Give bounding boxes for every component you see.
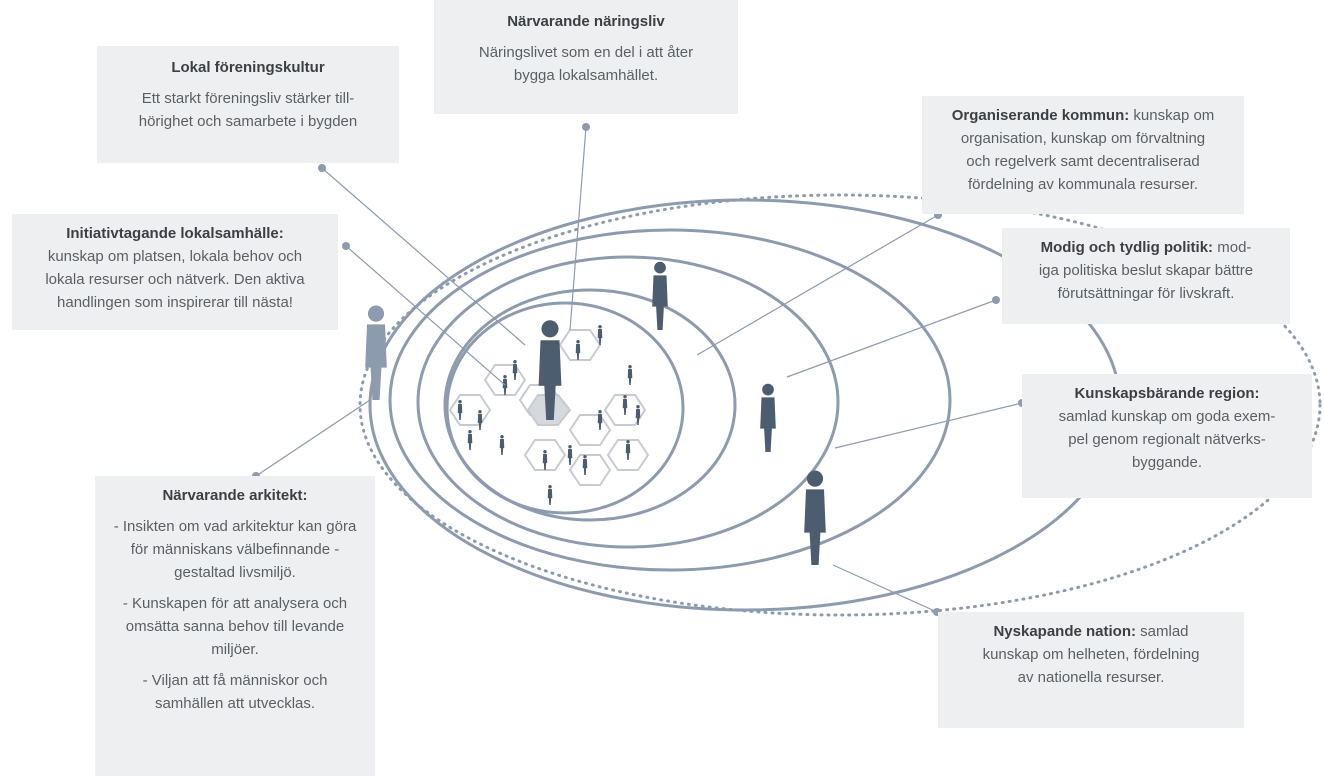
- connector-kommun: [696, 214, 939, 356]
- box-title: Närvarande näringsliv: [507, 13, 665, 30]
- box-title: Lokal föreningskultur: [171, 59, 325, 76]
- box-paragraph: - Kunskapen för att analysera och omsätt…: [122, 595, 348, 658]
- box-line: hörighet och samarbete i bygden: [138, 113, 358, 130]
- box-title: Nyskapande nation:: [993, 623, 1136, 640]
- box-line: Näringslivet som en del i att åter: [478, 44, 694, 61]
- hexagon-cell-icon: [568, 414, 612, 446]
- box-line: lokala resurser och nätverk. Den aktiva: [45, 271, 305, 288]
- box-title: Närvarande arkitekt:: [162, 487, 308, 504]
- person-figure-icon: [625, 440, 631, 460]
- person-figure-icon: [499, 435, 505, 455]
- connector-lokalsamhalle: [345, 245, 506, 386]
- box-line: förutsättningar för livskraft.: [1057, 285, 1235, 302]
- person-figure-icon: [567, 445, 573, 465]
- box-paragraph: - Insikten om vad arkitektur kan göra fö…: [113, 518, 357, 581]
- person-figure-icon: [627, 365, 633, 385]
- box-title: Initiativtagande lokalsamhälle:: [66, 225, 284, 242]
- box-line: av nationella resurser.: [1017, 669, 1165, 686]
- connector-region: [834, 402, 1023, 449]
- connector-dot: [318, 164, 326, 172]
- person-figure-icon: [467, 430, 473, 450]
- box-nation: Nyskapande nation: samlad kunskap om hel…: [938, 612, 1244, 728]
- box-line: mod-: [1213, 239, 1252, 256]
- box-kommun: Organiserande kommun: kunskap om organis…: [922, 96, 1244, 214]
- hexagon-cell-icon: [606, 439, 650, 471]
- box-line: iga politiska beslut skapar bättre: [1038, 262, 1254, 279]
- person-figure-icon: [542, 450, 548, 470]
- connector-arkitekt: [255, 399, 371, 477]
- box-line: bygga lokalsamhället.: [513, 67, 659, 84]
- person-figure-icon: [582, 455, 588, 475]
- box-forening: Lokal föreningskultur Ett starkt förenin…: [97, 46, 399, 163]
- box-arkitekt: Närvarande arkitekt: - Insikten om vad a…: [95, 476, 375, 776]
- hexagon-cell-icon: [558, 329, 602, 361]
- box-line: handlingen som inspirerar till nästa!: [57, 294, 293, 311]
- connector-dot: [342, 242, 350, 250]
- box-line: samlad kunskap om goda exem-: [1058, 408, 1276, 425]
- hexagon-cell-icon: [523, 439, 567, 471]
- box-line: pel genom regionalt nätverks-: [1068, 431, 1266, 448]
- box-region: Kunskapsbärande region: samlad kunskap o…: [1022, 374, 1312, 498]
- person-figure-icon: [477, 410, 483, 430]
- person-figure-icon: [597, 410, 603, 430]
- person-figure-icon: [512, 360, 518, 380]
- connector-nation: [832, 564, 938, 613]
- connector-politik: [786, 299, 997, 378]
- box-line: Ett starkt föreningsliv stärker till-: [141, 90, 355, 107]
- outer-dotted-ring: [358, 193, 1322, 617]
- person-figure-icon: [457, 400, 463, 420]
- box-line: kunskap om: [1129, 107, 1215, 124]
- box-line: fördelning av kommunala resurser.: [967, 176, 1199, 193]
- person-figure-icon: [365, 305, 387, 400]
- connector-forening: [321, 167, 526, 346]
- ring-lokalsamhalle: [445, 301, 685, 515]
- box-lokalsamhalle: Initiativtagande lokalsamhälle: kunskap …: [12, 214, 338, 330]
- box-paragraph: - Viljan att få människor och samhällen …: [142, 672, 328, 712]
- ring-kommun-inner: [443, 288, 737, 522]
- person-figure-icon: [575, 340, 581, 360]
- ring-kommun: [416, 255, 840, 549]
- connector-dot: [582, 123, 590, 131]
- person-figure-icon: [547, 485, 553, 505]
- connector-dot: [992, 296, 1000, 304]
- person-figure-icon: [622, 395, 628, 415]
- ring-politik: [388, 228, 952, 572]
- box-line: kunskap om platsen, lokala behov och: [47, 248, 303, 265]
- person-figure-icon: [804, 470, 826, 565]
- box-line: samlad: [1136, 623, 1189, 640]
- box-title: Modig och tydlig politik:: [1040, 239, 1214, 256]
- hexagon-cell-icon: [448, 394, 492, 426]
- hexagon-cell-icon: [603, 394, 647, 426]
- box-line: organisation, kunskap om förvaltning: [960, 130, 1206, 147]
- box-line: kunskap om helheten, fördelning: [982, 646, 1200, 663]
- box-naringsliv: Närvarande näringsliv Näringslivet som e…: [434, 0, 738, 114]
- box-title: Organiserande kommun:: [951, 107, 1130, 124]
- box-line: och regelverk samt decentraliserad: [966, 153, 1200, 170]
- person-figure-icon: [760, 383, 776, 452]
- person-figure-icon: [502, 375, 508, 395]
- box-title: Kunskapsbärande region:: [1074, 385, 1260, 402]
- person-figure-icon: [652, 261, 668, 330]
- box-line: byggande.: [1131, 454, 1203, 471]
- hexagon-cell-icon: [568, 454, 612, 486]
- connector-naringsliv: [569, 126, 587, 331]
- box-politik: Modig och tydlig politik: mod- iga polit…: [1002, 228, 1290, 324]
